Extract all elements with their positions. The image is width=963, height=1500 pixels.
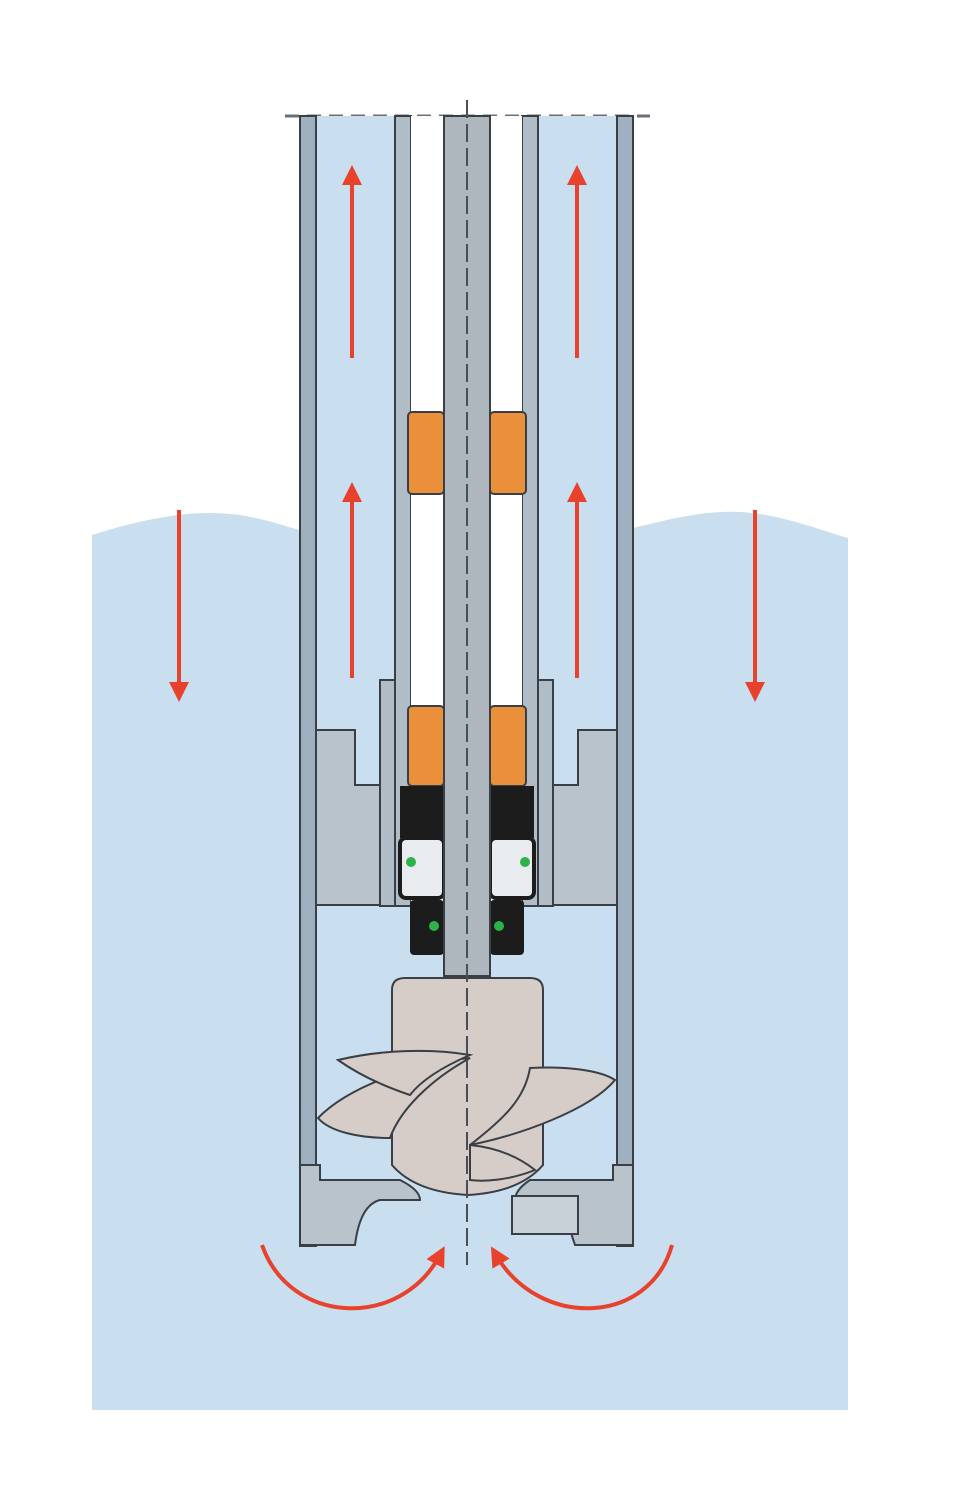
seal-dot bbox=[520, 857, 530, 867]
seal-dot bbox=[429, 921, 439, 931]
suction-bell bbox=[299, 1164, 634, 1246]
bearing-housing bbox=[315, 729, 618, 906]
lower-bearing bbox=[407, 705, 527, 787]
water-body bbox=[92, 511, 848, 1410]
flow-arrows bbox=[169, 165, 765, 1311]
seal-dot bbox=[494, 921, 504, 931]
arrow-inflow-left-curve bbox=[260, 1244, 445, 1311]
seal-dot bbox=[406, 857, 416, 867]
arrow-inflow-right-curve bbox=[490, 1244, 674, 1311]
water-bottom bbox=[92, 1240, 848, 1410]
